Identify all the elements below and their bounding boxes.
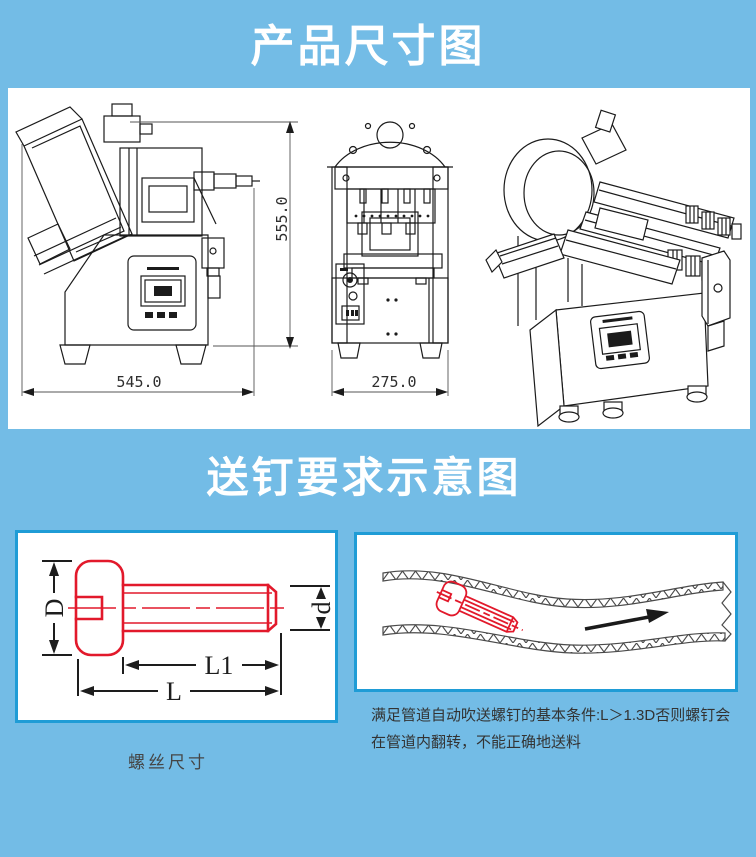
feed-direction-arrow [584, 609, 669, 631]
dim-height-label: 555.0 [273, 196, 291, 241]
tube-feeding-panel [354, 532, 738, 692]
screw-in-tube [435, 580, 524, 633]
section-title-feeding-requirements: 送钉要求示意图 [206, 454, 522, 501]
label-thread-length: L1 [205, 651, 234, 680]
machine-dimension-drawing: 555.0 545.0 [15, 103, 742, 428]
dim-depth-label: 275.0 [371, 373, 416, 391]
screw-size-caption: 螺丝尺寸 [128, 753, 208, 772]
tube-feeding-drawing [382, 570, 732, 654]
section-title-product-dimensions: 产品尺寸图 [250, 22, 486, 71]
label-head-diameter: D [40, 599, 69, 618]
iso-view-drawing [485, 109, 742, 428]
side-view-drawing: 555.0 545.0 [15, 103, 298, 396]
label-shaft-diameter: d [307, 602, 335, 615]
feed-condition-note-line2: 在管道内翻转，不能正确地送料 [371, 734, 582, 751]
screw-dimension-drawing: D d L1 L [40, 559, 335, 706]
label-total-length: L [166, 677, 182, 706]
dim-width-label: 545.0 [116, 373, 161, 391]
feed-condition-note-line1: 满足管道自动吹送螺钉的基本条件:L＞1.3D否则螺钉会 [371, 707, 731, 724]
screw-dimension-panel: D d L1 L [15, 530, 338, 723]
machine-drawings-panel: 555.0 545.0 [8, 88, 750, 429]
feed-condition-note: 满足管道自动吹送螺钉的基本条件:L＞1.3D否则螺钉会 在管道内翻转，不能正确地… [371, 702, 736, 756]
front-view-drawing: 275.0 [327, 121, 453, 396]
